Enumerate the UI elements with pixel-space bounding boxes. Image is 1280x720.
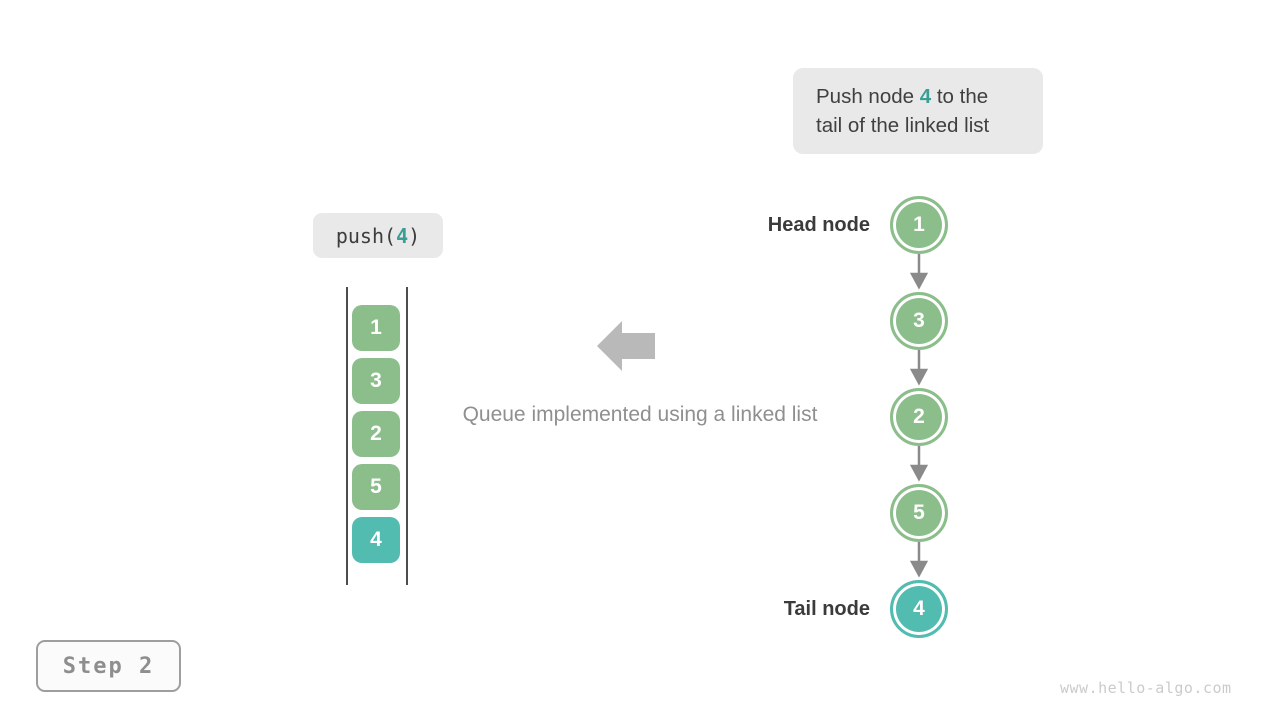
push-call-box: push(4) [313, 213, 443, 258]
linked-list-node: 2 [890, 388, 948, 446]
linked-list-node-head: 1 [890, 196, 948, 254]
stack-item-value: 3 [370, 369, 382, 392]
node-value: 1 [913, 213, 925, 236]
node-value: 4 [913, 597, 925, 620]
linked-list-node: 3 [890, 292, 948, 350]
push-call-suffix: ) [408, 223, 421, 248]
callout-highlight-value: 4 [919, 85, 932, 108]
node-value: 5 [913, 501, 925, 524]
stack-item-value: 2 [370, 422, 382, 445]
linked-list-node-tail: 4 [890, 580, 948, 638]
stack-left-wall [346, 287, 348, 585]
callout-text-2: to the [931, 85, 989, 108]
callout-bubble: Push node 4 to the tail of the linked li… [793, 68, 1043, 154]
node-value: 2 [913, 405, 925, 428]
stack-item: 3 [352, 358, 400, 404]
linked-list-node: 5 [890, 484, 948, 542]
stack-item: 2 [352, 411, 400, 457]
stack-item: 1 [352, 305, 400, 351]
callout-text-3: tail of the linked list [816, 114, 990, 137]
tail-node-label: Tail node [783, 598, 870, 620]
stack-item-new: 4 [352, 517, 400, 563]
callout-text-1: Push node [816, 85, 920, 108]
stack-right-wall [406, 287, 408, 585]
watermark: www.hello-algo.com [1060, 679, 1232, 697]
step-badge: Step 2 [36, 640, 181, 692]
stack-item-value: 1 [370, 316, 382, 339]
stack-item: 5 [352, 464, 400, 510]
push-call-arg: 4 [396, 223, 409, 248]
stack-item-value: 5 [370, 475, 382, 498]
node-value: 3 [913, 309, 925, 332]
head-node-label: Head node [767, 214, 870, 236]
push-call-prefix: push( [335, 223, 397, 248]
diagram-caption: Queue implemented using a linked list [462, 403, 818, 426]
stack-item-value: 4 [370, 528, 382, 551]
left-arrow-icon [597, 321, 655, 371]
